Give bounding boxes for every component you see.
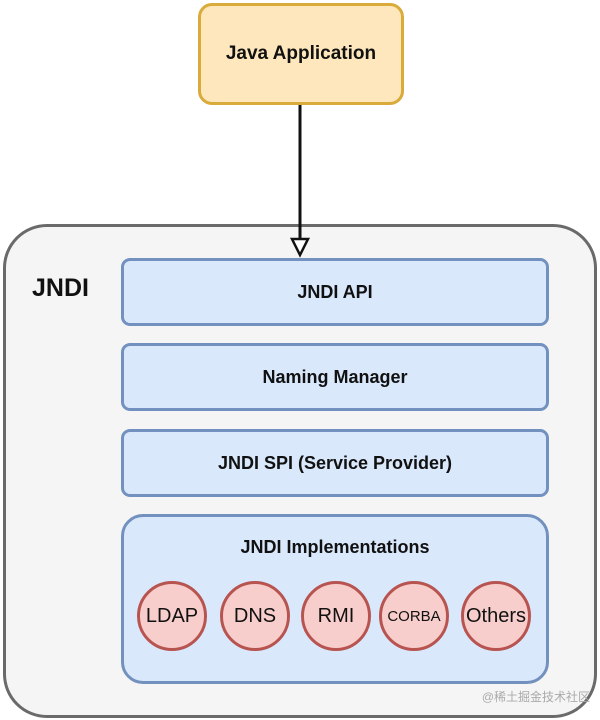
layer-jndi-api: JNDI API xyxy=(121,258,549,326)
implementations-title: JNDI Implementations xyxy=(240,537,430,557)
impl-ldap: LDAP xyxy=(137,581,207,651)
impl-rmi: RMI xyxy=(301,581,371,651)
impl-others: Others xyxy=(461,581,531,651)
watermark: @稀土掘金技术社区 xyxy=(481,690,590,704)
layer-jndi-spi: JNDI SPI (Service Provider) xyxy=(121,429,549,497)
impl-corba: CORBA xyxy=(379,581,449,651)
impl-dns: DNS xyxy=(220,581,290,651)
layer-naming-manager: Naming Manager xyxy=(121,343,549,411)
jndi-container-label: JNDI xyxy=(32,274,89,302)
arrow-head xyxy=(289,237,311,258)
java-application-box: Java Application xyxy=(198,3,404,105)
